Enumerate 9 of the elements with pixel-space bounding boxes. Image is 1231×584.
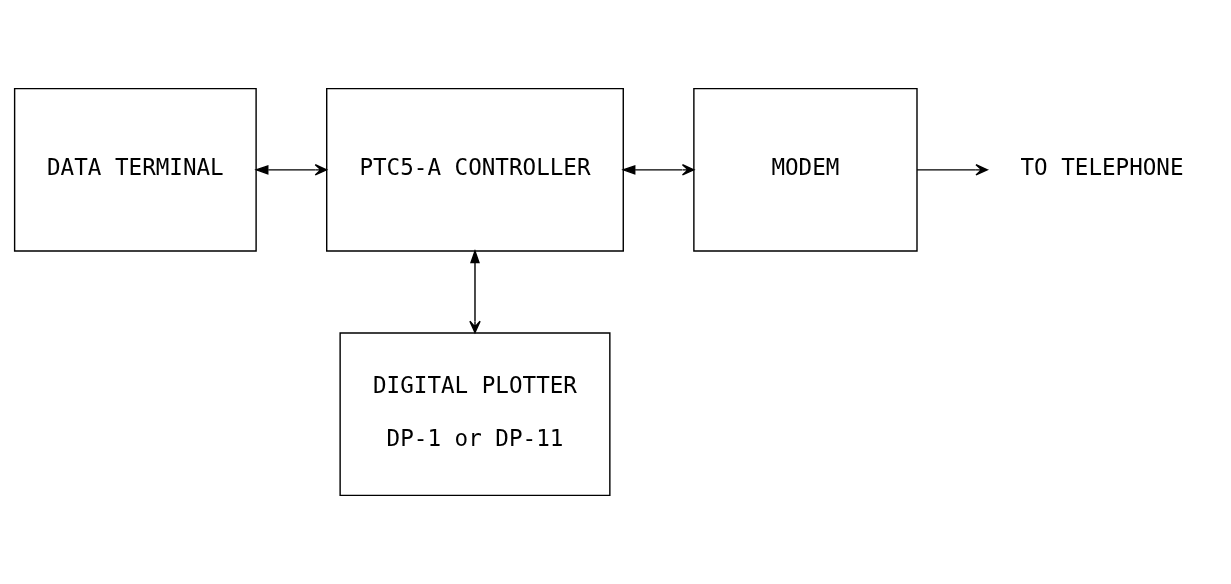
- node-box: PTC5-A CONTROLLER: [326, 87, 624, 252]
- node-box: DIGITAL PLOTTER DP-1 or DP-11: [339, 332, 611, 497]
- node-box: DATA TERMINAL: [13, 87, 257, 252]
- arrow: [916, 164, 988, 176]
- node-text: TO TELEPHONE: [1020, 154, 1184, 181]
- arrow: [621, 164, 695, 176]
- node-box: MODEM: [693, 87, 918, 252]
- arrow: [469, 249, 481, 334]
- arrow: [254, 164, 328, 176]
